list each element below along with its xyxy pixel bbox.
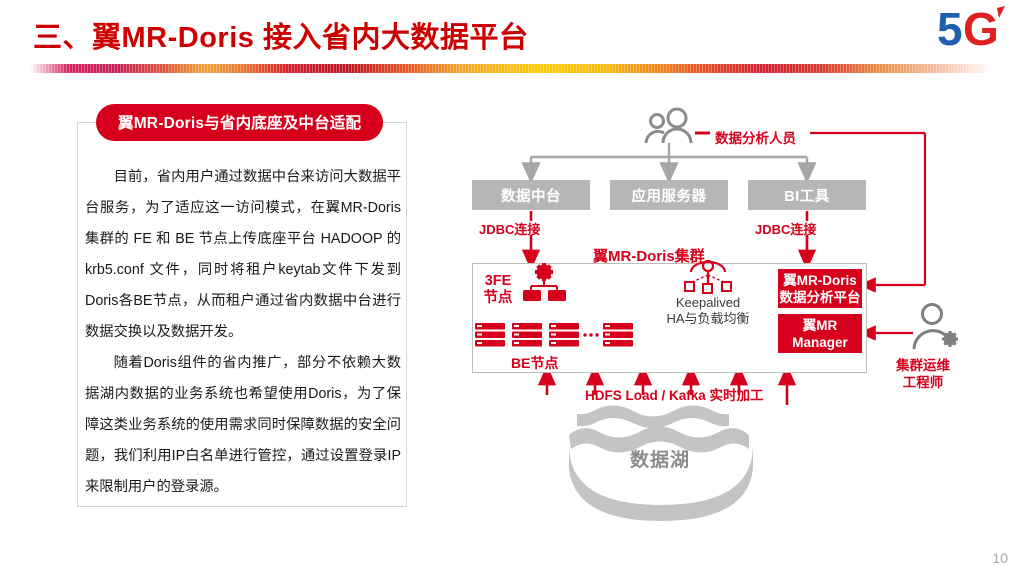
- text-panel: [77, 122, 407, 507]
- svg-text:5: 5: [937, 3, 963, 55]
- page-title: 三、翼MR-Doris 接入省内大数据平台: [33, 22, 529, 54]
- page-number: 10: [992, 550, 1008, 566]
- fe-node-label: 3FE 节点: [477, 273, 519, 307]
- ingest-label: HDFS Load / Kafka 实时加工: [585, 388, 764, 403]
- ops-engineer-label-line1: 集群运维: [896, 358, 950, 373]
- keepalived-line1: Keepalived: [675, 295, 741, 310]
- ops-engineer-label: 集群运维 工程师: [885, 357, 961, 391]
- box-doris-analytics-platform-line2: 数据分析平台: [779, 289, 861, 305]
- box-mr-manager[interactable]: 翼MR Manager: [778, 314, 862, 353]
- paragraph-1: 目前，省内用户通过数据中台来访问大数据平台服务，为了适应这一访问模式，在翼MR-…: [85, 169, 401, 340]
- box-doris-analytics-platform-line1: 翼MR-Doris: [783, 272, 857, 288]
- people-icon: [644, 107, 693, 144]
- person-gear-icon: [912, 303, 958, 350]
- header-divider: [30, 64, 994, 73]
- box-app-server[interactable]: 应用服务器: [610, 180, 728, 210]
- 5g-logo-icon: 5 G: [937, 3, 1005, 55]
- box-mr-manager-line1: 翼MR: [802, 317, 838, 333]
- cluster-title: 翼MR-Doris集群: [593, 248, 705, 265]
- load-balancer-icon: [684, 259, 732, 294]
- paragraph-2: 随着Doris组件的省内推广，部分不依赖大数据湖内数据的业务系统也希望使用Dor…: [85, 355, 401, 495]
- architecture-diagram: 数据分析人员 数据中台 应用服务器 BI工具 JDBC连接 JDBC连接 翼MR…: [455, 95, 1015, 521]
- ops-engineer-label-line2: 工程师: [902, 375, 944, 390]
- box-bi-tool[interactable]: BI工具: [748, 180, 866, 210]
- keepalived-caption: Keepalived HA与负载均衡: [653, 295, 763, 327]
- jdbc-label-left: JDBC连接: [479, 222, 541, 237]
- keepalived-line2: HA与负载均衡: [666, 311, 750, 326]
- analyst-label: 数据分析人员: [715, 131, 796, 146]
- server-rack-icon: [475, 323, 633, 347]
- box-doris-analytics-platform[interactable]: 翼MR-Doris 数据分析平台: [778, 269, 862, 308]
- panel-badge: 翼MR-Doris与省内底座及中台适配: [96, 104, 384, 141]
- svg-text:G: G: [963, 3, 999, 55]
- data-lake-icon: [569, 405, 753, 521]
- box-mr-manager-line2: Manager: [792, 334, 848, 350]
- be-node-label: BE节点: [511, 355, 559, 371]
- fe-node-label-line2: 节点: [483, 290, 513, 306]
- gear-icon: [523, 263, 566, 301]
- jdbc-label-right: JDBC连接: [755, 222, 817, 237]
- panel-body: 目前，省内用户通过数据中台来访问大数据平台服务，为了适应这一访问模式，在翼MR-…: [85, 162, 401, 503]
- box-data-midplatform[interactable]: 数据中台: [472, 180, 590, 210]
- data-lake-label: 数据湖: [629, 450, 690, 471]
- fe-node-label-line1: 3FE: [484, 273, 512, 289]
